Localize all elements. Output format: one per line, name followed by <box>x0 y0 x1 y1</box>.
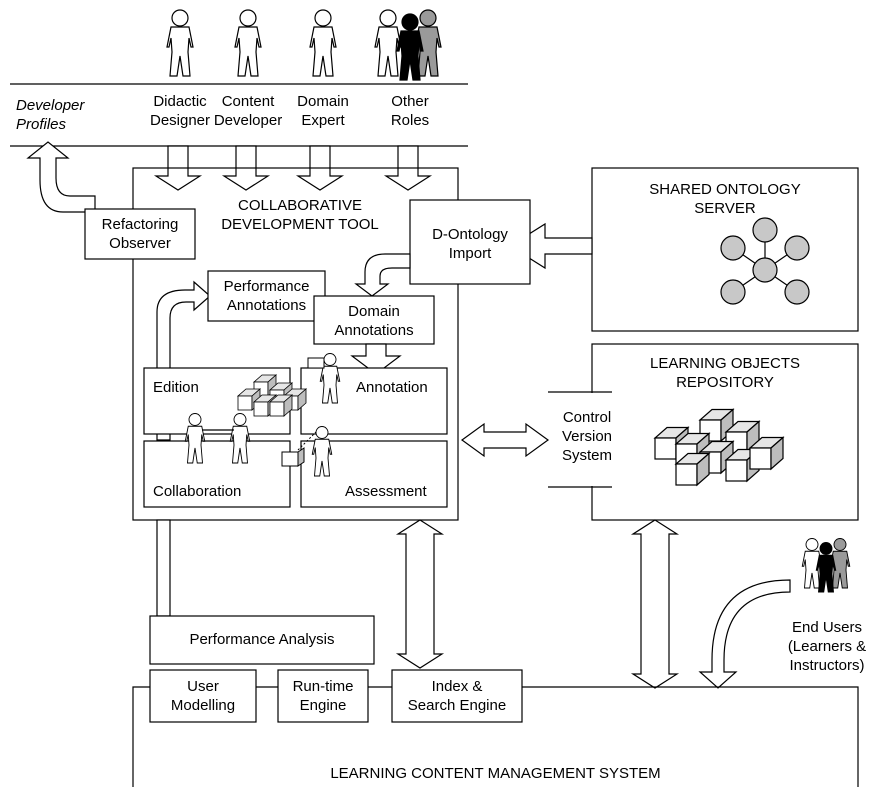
domain-expert-person-icon <box>309 9 337 77</box>
performance-analysis-box <box>149 615 375 665</box>
repository-lcms-double-arrow <box>630 519 680 689</box>
lcms-frame <box>132 686 859 787</box>
performance-analysis-label: Performance Analysis <box>189 631 335 648</box>
index-search-label: Index &Search Engine <box>407 678 507 714</box>
tool-index-double-arrow <box>395 519 445 669</box>
collaborative-tool-box <box>132 167 459 521</box>
collaboration-box <box>143 440 291 508</box>
ontology-graph-icon <box>720 217 810 305</box>
end-users-people-icon <box>801 538 851 593</box>
domain-annotations-box <box>313 295 435 345</box>
assessment-label: Assessment <box>345 483 427 500</box>
content-developer-person-icon <box>234 9 262 77</box>
import-to-domain-arrow <box>354 253 411 297</box>
end-users-label: End Users(Learners &Instructors) <box>787 619 867 674</box>
other-roles-people-icon <box>374 9 442 81</box>
tool-cvs-double-arrow <box>460 422 550 458</box>
performance-connector <box>156 519 171 617</box>
annotation-label: Annotation <box>356 379 428 396</box>
refactoring-observer-box <box>84 208 196 260</box>
edition-label: Edition <box>153 379 199 396</box>
domain-annotations-arrow <box>350 343 402 375</box>
refactoring-arrow <box>26 141 96 213</box>
repository-cubes-icon <box>654 408 784 486</box>
collaboration-label: Collaboration <box>153 483 242 500</box>
didactic-designer-person-icon <box>166 9 194 77</box>
box-being-carried-icon <box>281 431 317 467</box>
index-search-box <box>391 669 523 723</box>
d-ontology-import-box <box>409 199 531 285</box>
runtime-engine-box <box>277 669 369 723</box>
lcms-title: LEARNING CONTENT MANAGEMENT SYSTEM <box>330 765 661 782</box>
performance-annotations-box <box>207 270 326 322</box>
user-modelling-box <box>149 669 257 723</box>
end-users-arrow <box>698 579 791 689</box>
